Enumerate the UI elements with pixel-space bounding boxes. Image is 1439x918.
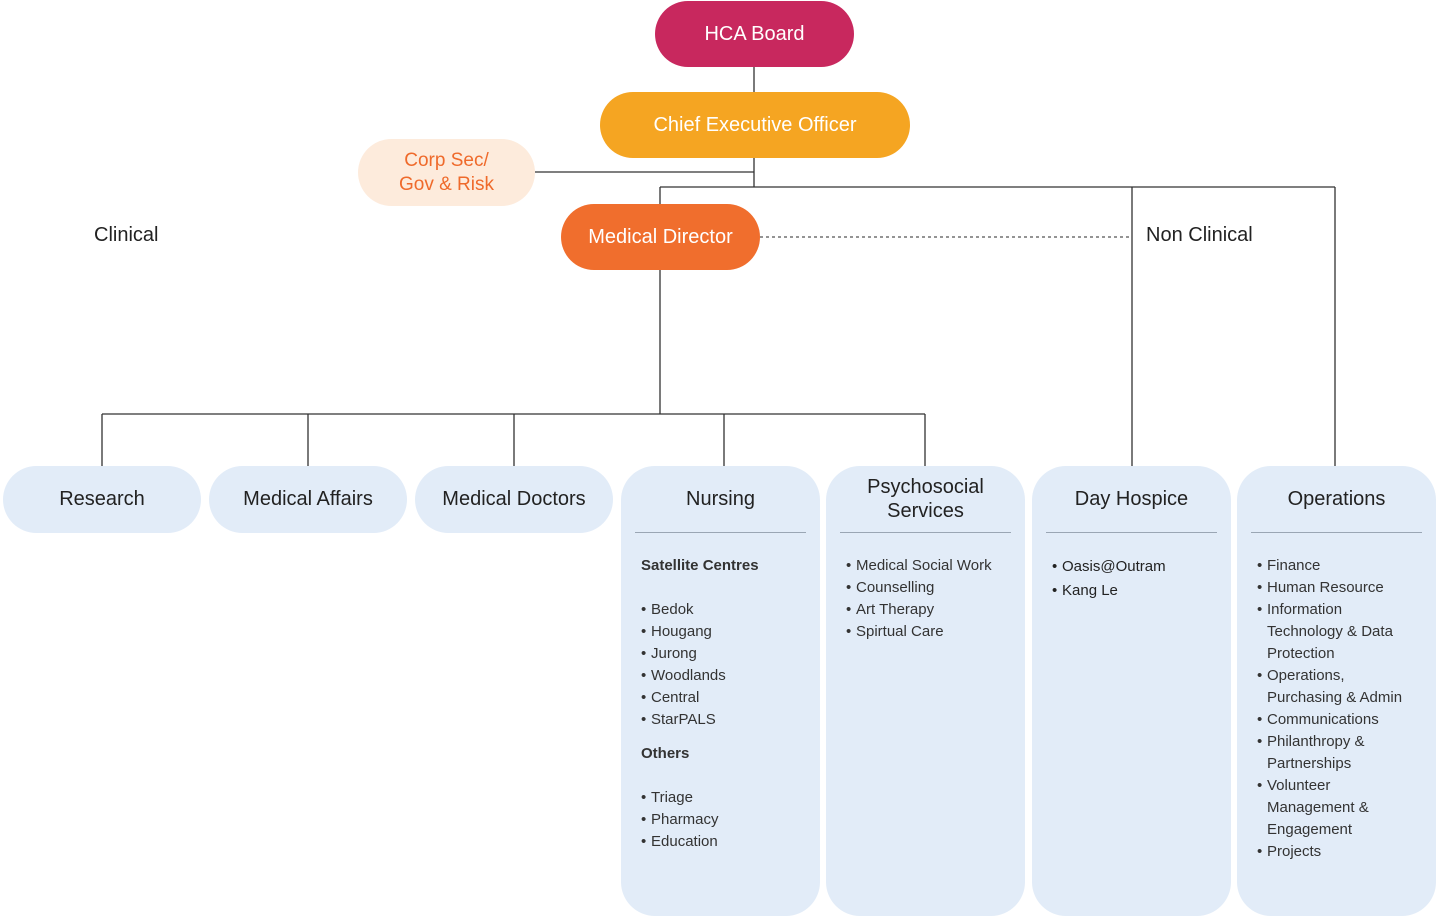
research-node: Research bbox=[3, 466, 201, 533]
list-item: Communications bbox=[1257, 709, 1416, 731]
medical-affairs-node: Medical Affairs bbox=[209, 466, 407, 533]
list-item: Education bbox=[641, 831, 800, 853]
psychosocial-card: Psychosocial Services Medical Social Wor… bbox=[826, 466, 1025, 916]
nursing-title: Nursing bbox=[635, 466, 806, 533]
list-item: Counselling bbox=[846, 577, 1005, 599]
list-item: Central bbox=[641, 687, 800, 709]
medical-director-node: Medical Director bbox=[561, 204, 760, 270]
satellite-centres-heading: Satellite Centres bbox=[641, 557, 759, 574]
nursing-card: Nursing Satellite Centres Bedok Hougang … bbox=[621, 466, 820, 916]
others-heading: Others bbox=[641, 745, 690, 762]
operations-title: Operations bbox=[1251, 466, 1422, 533]
list-item: Information Technology & Data Protection bbox=[1257, 599, 1416, 665]
list-item: Human Resource bbox=[1257, 577, 1416, 599]
list-item: Spirtual Care bbox=[846, 621, 1005, 643]
day-hospice-title: Day Hospice bbox=[1046, 466, 1217, 533]
list-item: Art Therapy bbox=[846, 599, 1005, 621]
medical-doctors-node: Medical Doctors bbox=[415, 466, 613, 533]
clinical-label: Clinical bbox=[94, 224, 159, 246]
operations-card: Operations Finance Human Resource Inform… bbox=[1237, 466, 1436, 916]
list-item: Volunteer Management & Engagement bbox=[1257, 775, 1416, 841]
hca-board-node: HCA Board bbox=[655, 1, 854, 67]
list-item: Medical Social Work bbox=[846, 555, 1005, 577]
list-item: Pharmacy bbox=[641, 809, 800, 831]
corp-sec-node: Corp Sec/ Gov & Risk bbox=[358, 139, 535, 206]
list-item: Hougang bbox=[641, 621, 800, 643]
list-item: StarPALS bbox=[641, 709, 800, 731]
list-item: Jurong bbox=[641, 643, 800, 665]
list-item: Triage bbox=[641, 787, 800, 809]
list-item: Kang Le bbox=[1052, 579, 1211, 603]
list-item: Philanthropy & Partnerships bbox=[1257, 731, 1416, 775]
list-item: Oasis@Outram bbox=[1052, 555, 1211, 579]
list-item: Woodlands bbox=[641, 665, 800, 687]
psychosocial-title: Psychosocial Services bbox=[840, 466, 1011, 533]
list-item: Projects bbox=[1257, 841, 1416, 863]
list-item: Bedok bbox=[641, 599, 800, 621]
list-item: Operations, Purchasing & Admin bbox=[1257, 665, 1416, 709]
non-clinical-label: Non Clinical bbox=[1146, 224, 1253, 246]
day-hospice-card: Day Hospice Oasis@Outram Kang Le bbox=[1032, 466, 1231, 916]
ceo-node: Chief Executive Officer bbox=[600, 92, 910, 158]
list-item: Finance bbox=[1257, 555, 1416, 577]
